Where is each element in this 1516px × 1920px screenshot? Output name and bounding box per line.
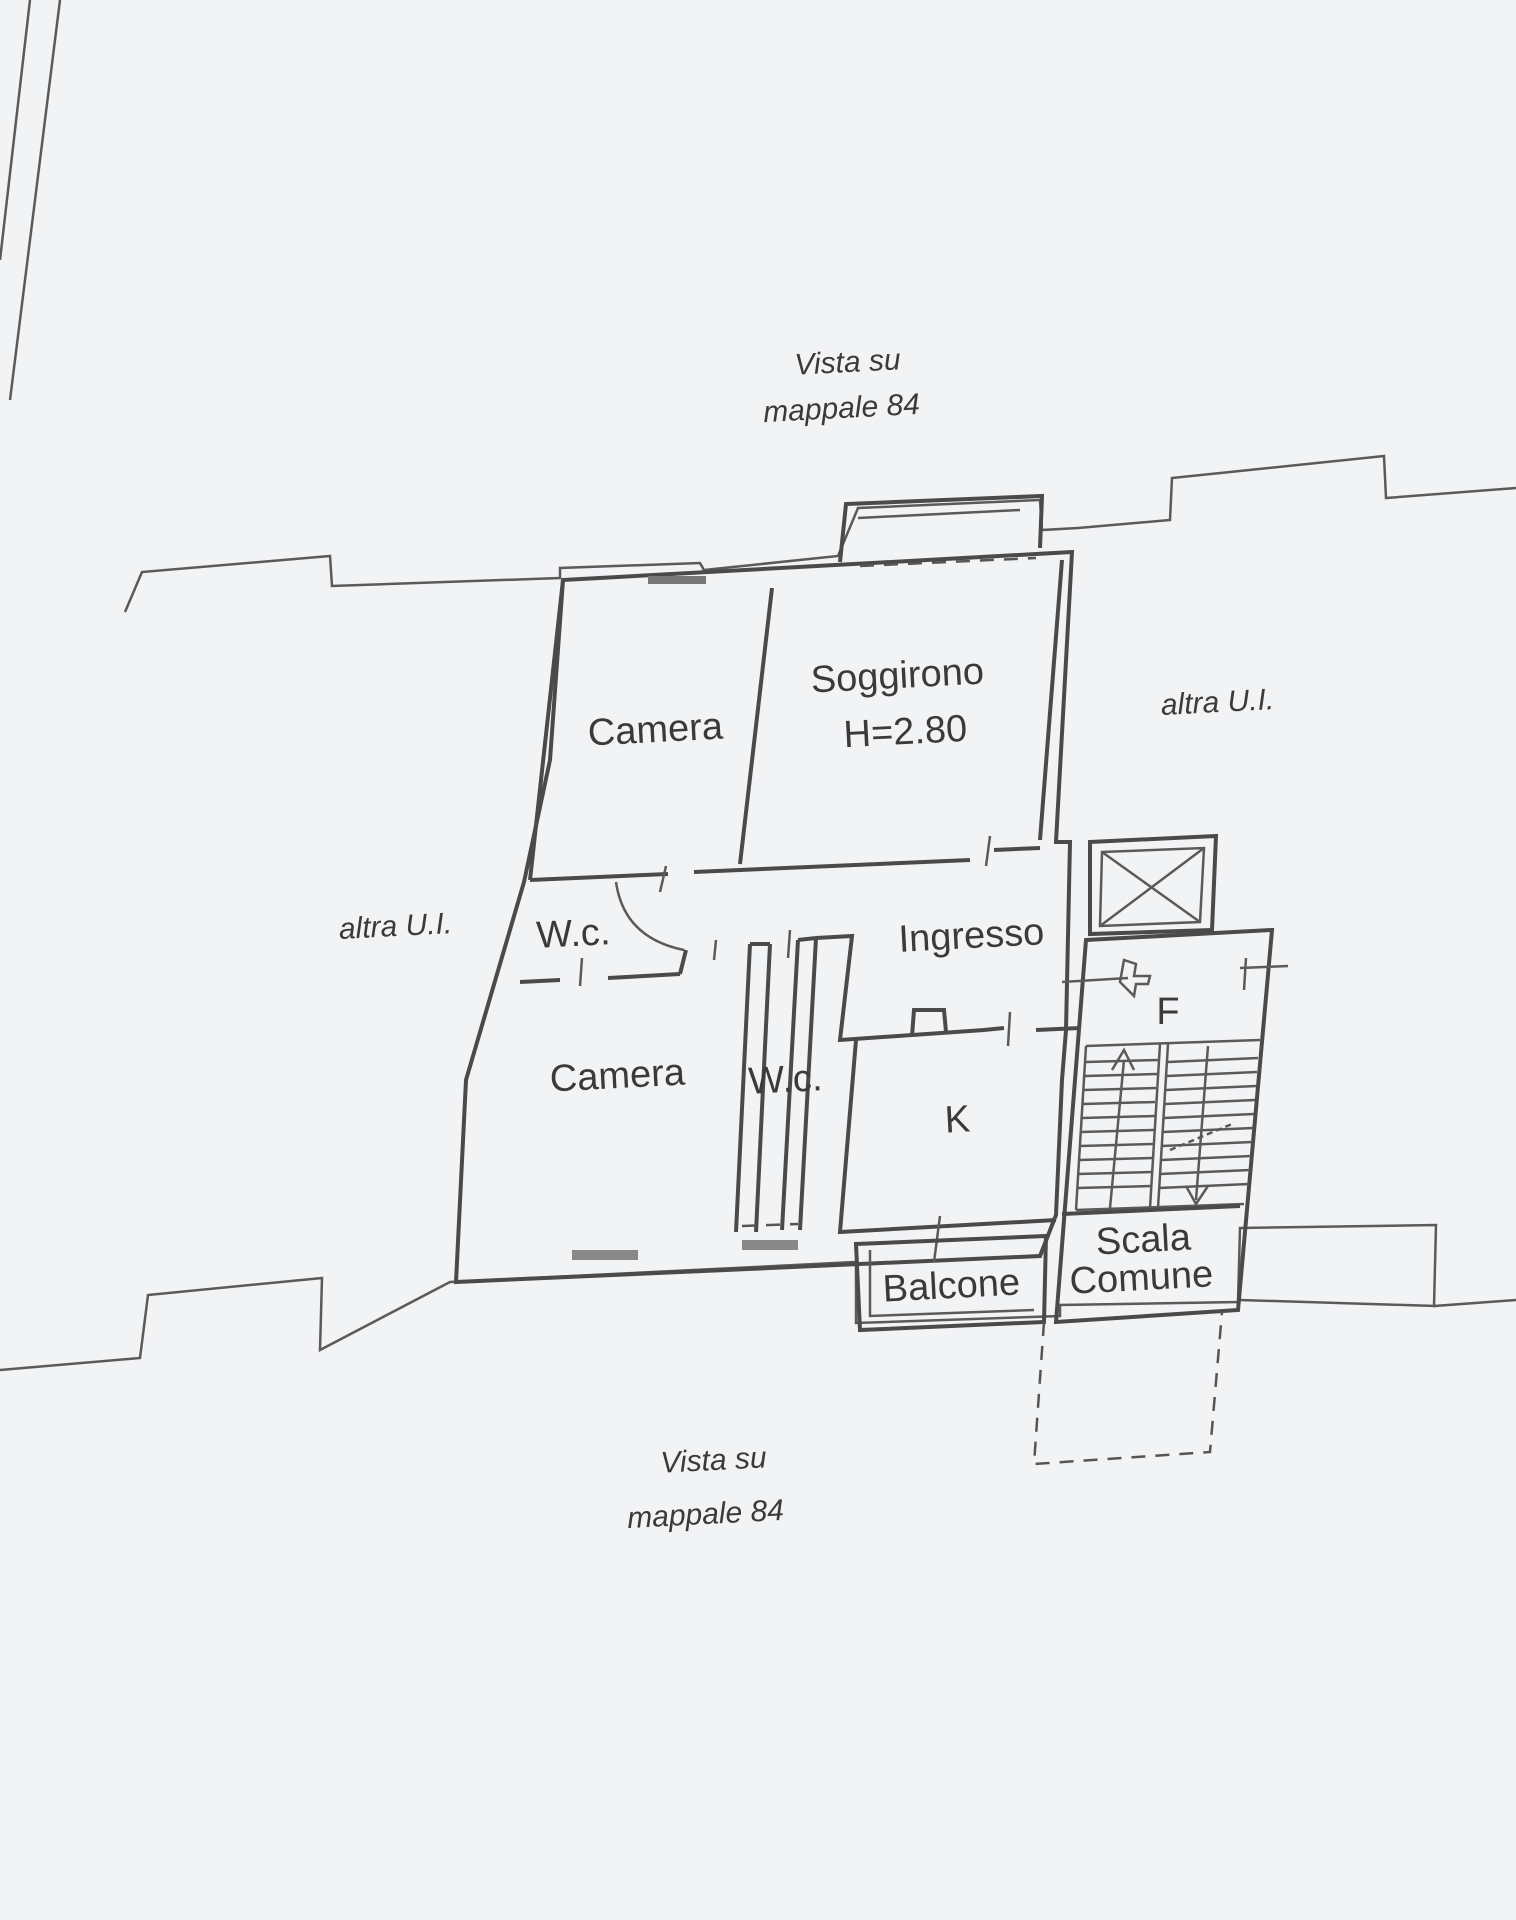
projection-dashed	[1032, 1311, 1224, 1466]
stairs-icon	[1074, 1038, 1261, 1212]
bay-window	[857, 508, 1021, 520]
window-dash-top	[859, 556, 1037, 568]
stair-label-line1: Scala	[1095, 1217, 1193, 1264]
view-bottom-line1: Vista su	[660, 1441, 768, 1480]
wall-wc2b-right	[798, 937, 818, 1231]
room-f: F	[1156, 991, 1179, 1033]
wc1-bottom-right	[607, 972, 681, 980]
wall-cap-2	[797, 936, 817, 942]
wall-kitchen-right	[1035, 1026, 1081, 1032]
lower-boundary-right	[1239, 1298, 1437, 1308]
jamb-5	[1006, 1011, 1012, 1047]
balcony-inner	[868, 1250, 1035, 1318]
wc1-jamb	[578, 957, 584, 987]
window-dash-wc	[741, 1222, 799, 1228]
room-wc-top: W.c.	[535, 911, 611, 957]
lower-boundary	[0, 1223, 1516, 1372]
margin-line-2	[0, 0, 32, 261]
elevator-x	[1099, 847, 1205, 927]
other-unit-right: altra U.I.	[1160, 683, 1275, 722]
wall-living-right	[1038, 559, 1064, 841]
wall-bedroom-left-upper	[528, 579, 565, 881]
margin-line	[8, 0, 62, 401]
room-bedroom-bottom: Camera	[549, 1051, 687, 1100]
view-top-line1: Vista su	[794, 343, 902, 382]
stair-label-line2: Comune	[1069, 1253, 1215, 1302]
stair-landing	[1061, 1204, 1241, 1216]
door-mark-3	[1242, 957, 1248, 991]
window-top-left	[648, 576, 706, 584]
room-living-height: H=2.80	[843, 708, 969, 756]
wall-wc2b-left	[780, 939, 800, 1231]
living-bay-wall	[838, 493, 1045, 563]
window-bottom-left	[572, 1250, 638, 1260]
wall-corridor-top-end	[993, 846, 1041, 852]
door-mark-2	[1239, 964, 1289, 970]
window-bottom-wc	[742, 1240, 798, 1250]
wall-kitchen-bottom	[837, 1039, 1057, 1235]
jamb-3	[712, 939, 718, 961]
door-jamb	[658, 865, 668, 893]
meter-symbol-icon	[1118, 958, 1152, 999]
room-entrance: Ingresso	[897, 911, 1045, 961]
wc1-side	[678, 949, 688, 975]
wall-kitchen-notch	[910, 1008, 948, 1037]
wall-corridor-top-left	[529, 872, 669, 882]
wall-wc2-right	[754, 943, 772, 1233]
view-top-line2: mappale 84	[762, 388, 920, 429]
wall-corridor-top-right	[693, 858, 971, 874]
room-kitchen: K	[944, 1098, 972, 1141]
room-living-name: Soggirono	[810, 651, 985, 702]
door-mark	[1061, 976, 1129, 984]
view-bottom-line2: mappale 84	[626, 1494, 784, 1535]
wall-kitchen	[815, 933, 1005, 1043]
upper-boundary	[123, 454, 1516, 613]
jamb-4	[786, 929, 792, 959]
wall-bedroom1-right	[738, 587, 774, 865]
apartment-outer-wall	[453, 549, 1075, 1285]
wall-wc2-left	[734, 943, 752, 1233]
room-wc-bottom: W.c.	[747, 1057, 823, 1103]
door-swing-icon	[614, 881, 685, 952]
elevator-shaft	[1088, 833, 1219, 937]
door-jamb-2	[984, 835, 992, 867]
balcony-label: Balcone	[882, 1261, 1021, 1310]
wc1-bottom-left	[519, 978, 561, 984]
stair-hall	[1053, 927, 1275, 1325]
other-unit-left: altra U.I.	[338, 907, 453, 946]
room-bedroom-top: Camera	[587, 705, 725, 754]
